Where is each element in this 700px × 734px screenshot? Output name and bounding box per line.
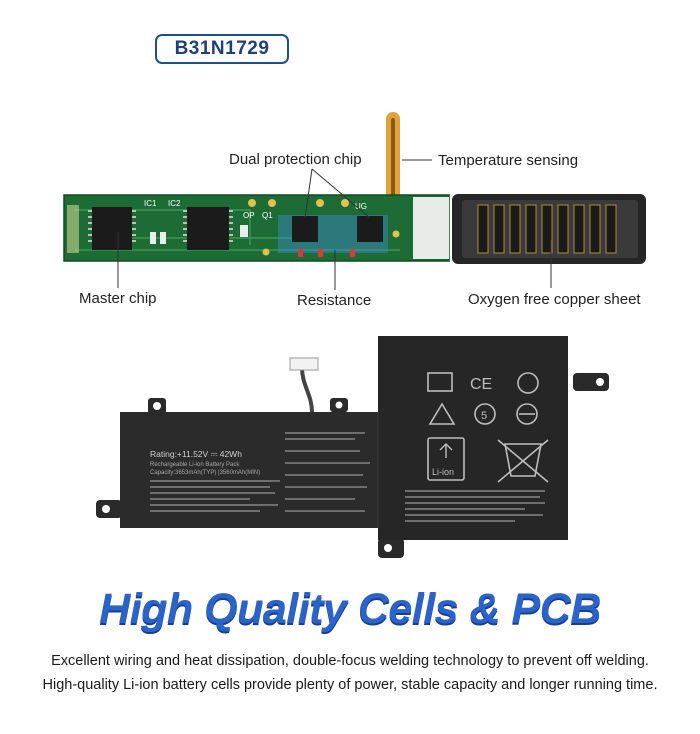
pcb-mark-ug: UG bbox=[355, 202, 367, 211]
callout-temperature-sensing: Temperature sensing bbox=[438, 152, 579, 169]
battery-rating: Rating:+11.52V ⎓ 42Wh bbox=[150, 449, 242, 459]
description-line-1: Excellent wiring and heat dissipation, d… bbox=[51, 653, 649, 669]
pcb-mark-q1: Q1 bbox=[262, 211, 273, 220]
callout-dual-protection-chip: Dual protection chip bbox=[229, 151, 362, 168]
master-chip-1 bbox=[92, 207, 132, 250]
pcb-board: IC1 IC2 OP Q1 UG bbox=[63, 194, 450, 262]
battery-pack: Rating:+11.52V ⎓ 42Wh Rechargeable Li-io… bbox=[96, 336, 609, 558]
li-ion-mark: Li-ion bbox=[432, 467, 454, 477]
callout-oxygen-free-copper-sheet: Oxygen free copper sheet bbox=[468, 291, 641, 308]
product-illustration: IC1 IC2 OP Q1 UG bbox=[63, 112, 646, 558]
battery-capacity: Capacity:3653mAh(TYP) |3560mAh(MIN) bbox=[150, 470, 260, 476]
battery-pack-type: Rechargeable Li-ion Battery Pack bbox=[150, 462, 240, 468]
model-badge: B31N1729 bbox=[155, 34, 289, 64]
description-line-2: High-quality Li-ion battery cells provid… bbox=[42, 677, 658, 693]
temperature-sensor bbox=[386, 112, 400, 204]
protection-chip-2 bbox=[357, 216, 383, 242]
callout-master-chip: Master chip bbox=[79, 290, 157, 307]
pcb-mark-op: OP bbox=[243, 211, 255, 220]
headline: High Quality Cells & PCB bbox=[99, 585, 601, 633]
protection-chip-1 bbox=[292, 216, 318, 242]
ce-mark: CE bbox=[470, 376, 492, 393]
pcb-mark-ic1: IC1 bbox=[144, 199, 157, 208]
callout-lines bbox=[117, 159, 552, 290]
master-chip-2 bbox=[187, 207, 229, 250]
pcb-mark-ic2: IC2 bbox=[168, 199, 181, 208]
callout-resistance: Resistance bbox=[297, 292, 372, 309]
svg-text:5: 5 bbox=[481, 410, 487, 422]
copper-connector bbox=[452, 194, 646, 264]
